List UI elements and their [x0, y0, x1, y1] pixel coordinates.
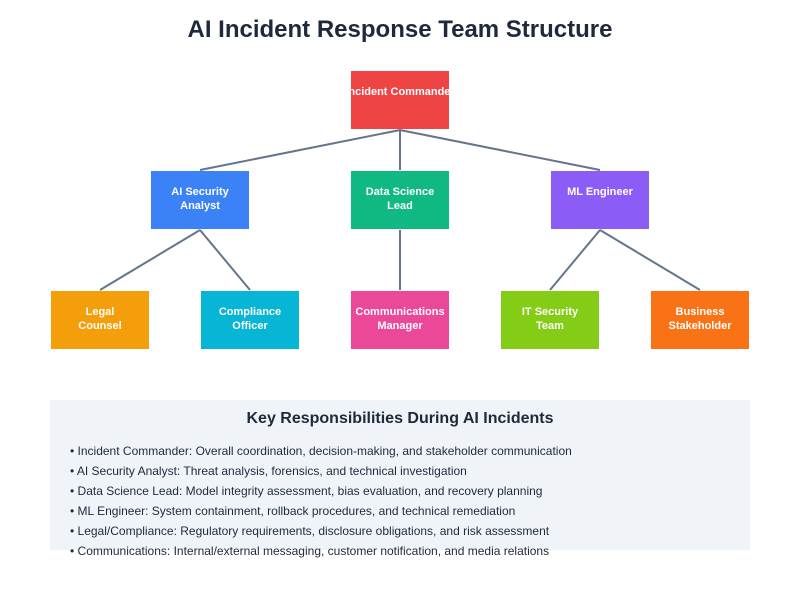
responsibilities-title: Key Responsibilities During AI Incidents — [246, 410, 554, 427]
node-label: Legal — [86, 306, 115, 318]
node-label: AI Security — [171, 186, 229, 198]
node-box — [201, 291, 299, 349]
connector-commander-ml-engineer — [399, 129, 601, 171]
node-label: Stakeholder — [669, 320, 733, 332]
responsibility-item: • Communications: Internal/external mess… — [70, 544, 550, 558]
diagram-title: AI Incident Response Team Structure — [187, 16, 613, 43]
node-label: Analyst — [180, 200, 220, 212]
node-box — [351, 71, 449, 129]
responsibilities-list: • Incident Commander: Overall coordinati… — [70, 442, 572, 562]
responsibility-item: • AI Security Analyst: Threat analysis, … — [70, 464, 467, 478]
node-label: Lead — [387, 200, 413, 212]
connector-ai-security-analyst-compliance-officer — [199, 229, 251, 291]
node-label: Communications — [355, 306, 444, 318]
connector-ml-engineer-business-stakeholder — [599, 229, 701, 291]
node-box — [51, 291, 149, 349]
node-label: Manager — [377, 320, 423, 332]
node-label: Team — [536, 320, 564, 332]
responsibility-item: • Legal/Compliance: Regulatory requireme… — [70, 524, 550, 538]
node-label: Counsel — [78, 320, 121, 332]
node-label: ML Engineer — [567, 186, 634, 198]
node-box — [501, 291, 599, 349]
node-label: Incident Commander — [345, 86, 455, 98]
responsibilities-panel — [50, 400, 750, 550]
node-label: Data Science — [366, 186, 434, 198]
node-label: IT Security — [522, 306, 579, 318]
responsibility-item: • Data Science Lead: Model integrity ass… — [70, 484, 543, 498]
node-commander[interactable]: Incident Commander — [345, 71, 455, 129]
connector-ai-security-analyst-legal-counsel — [99, 229, 201, 291]
connector-ml-engineer-it-security-team — [549, 229, 601, 291]
node-box — [351, 291, 449, 349]
node-box — [351, 171, 449, 229]
node-label: Business — [676, 306, 725, 318]
node-box — [651, 291, 749, 349]
node-box — [151, 171, 249, 229]
connector-commander-ai-security-analyst — [199, 129, 401, 171]
node-ml-engineer[interactable]: ML Engineer — [551, 171, 649, 229]
node-label: Officer — [232, 320, 268, 332]
node-label: Compliance — [219, 306, 281, 318]
node-box — [551, 171, 649, 229]
responsibility-item: • ML Engineer: System containment, rollb… — [70, 504, 516, 518]
responsibility-item: • Incident Commander: Overall coordinati… — [70, 444, 572, 458]
